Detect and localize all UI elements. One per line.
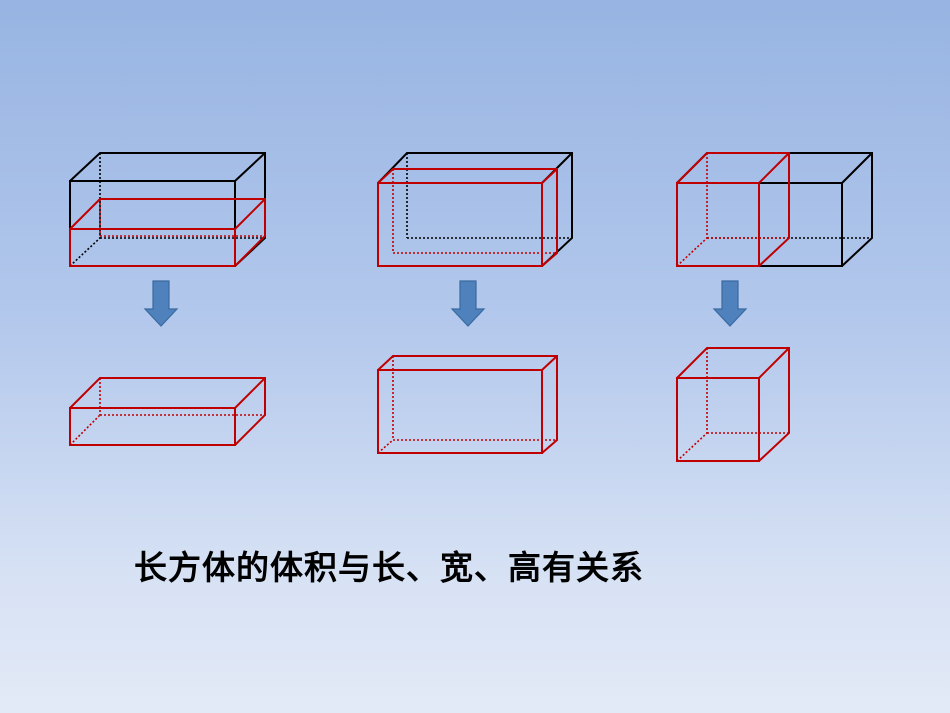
slice-3-edge — [758, 152, 790, 184]
big-box-1-hidden-edges — [69, 153, 265, 267]
slice-2-edge — [541, 168, 558, 184]
down-arrow-icon — [712, 280, 748, 327]
down-arrow-2 — [450, 280, 486, 327]
result-2-hidden-edges — [377, 356, 557, 454]
result-2-front — [377, 369, 543, 454]
slice-1-edge — [234, 198, 266, 230]
big-box-1-edge — [234, 152, 266, 182]
result-box-1-red — [69, 377, 266, 446]
panel-length-slice — [676, 152, 873, 462]
slice-box-3-red — [676, 152, 790, 267]
down-arrow-icon — [143, 280, 179, 327]
slice-2-hidden-edges — [392, 169, 557, 254]
panel-width-slice — [377, 152, 573, 454]
result-3-front — [676, 377, 760, 462]
slice-1-front — [69, 228, 236, 267]
big-box-1-front — [69, 180, 236, 266]
result-3-edge — [758, 347, 790, 379]
result-2-edge — [541, 355, 558, 371]
result-box-2-red — [377, 355, 558, 454]
caption-text: 长方体的体积与长、宽、高有关系 — [134, 548, 644, 587]
big-box-2-hidden-edges — [406, 153, 572, 239]
slice-3-hidden-edges — [676, 153, 789, 267]
result-3-hidden-edges — [676, 348, 789, 462]
result-1-front — [69, 407, 236, 446]
panel-height-slice — [69, 152, 266, 446]
slice-1-hidden-edges — [99, 199, 265, 237]
slice-3-front — [676, 182, 760, 267]
down-arrow-3 — [712, 280, 748, 327]
slice-box-2-red — [377, 168, 558, 267]
result-box-3-red — [676, 347, 790, 462]
big-box-3-edge — [841, 152, 873, 184]
slice-2-front — [377, 182, 543, 267]
down-arrow-icon — [450, 280, 486, 327]
result-1-edge — [234, 377, 266, 409]
down-arrow-1 — [143, 280, 179, 327]
slice-box-1-red — [69, 198, 266, 267]
result-1-hidden-edges — [69, 378, 265, 446]
